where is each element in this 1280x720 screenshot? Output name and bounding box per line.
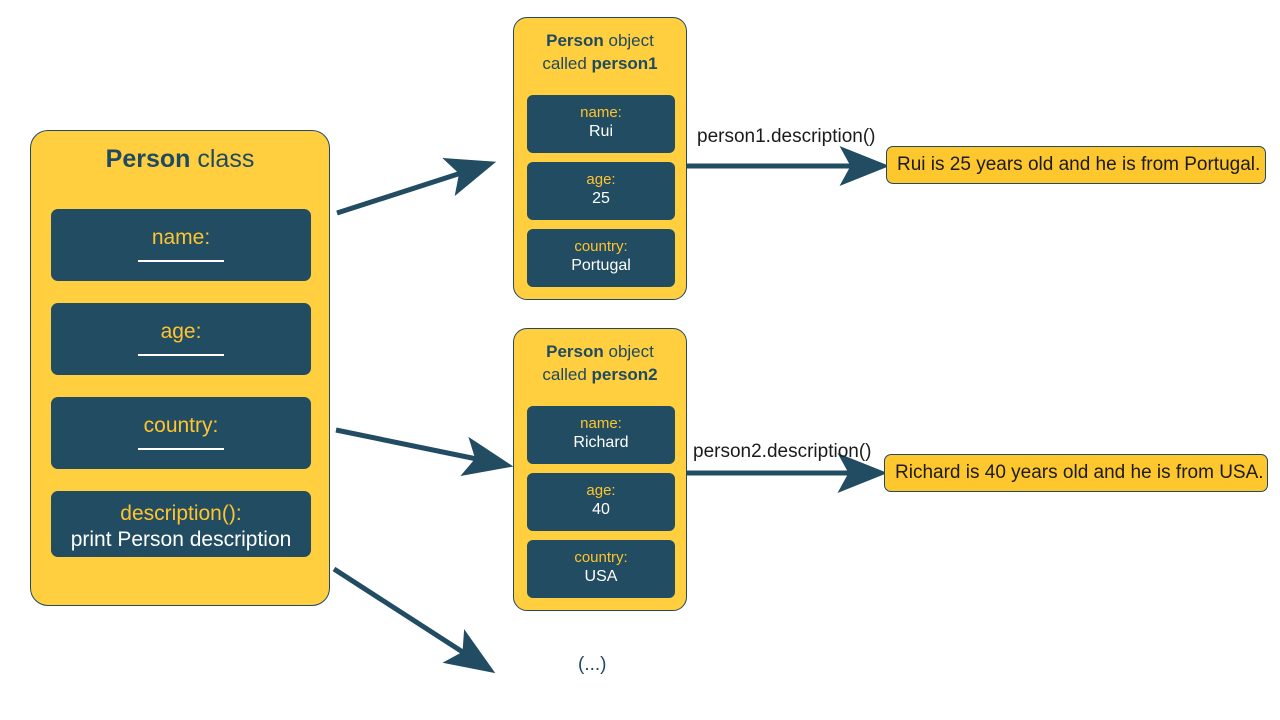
class-field-age: age:: [51, 303, 311, 375]
person1-field-age-value: 25: [592, 190, 610, 207]
person2-call-label: person2.description(): [693, 441, 872, 462]
person2-field-age: age: 40: [527, 473, 675, 531]
person2-title-rest: object: [603, 342, 654, 361]
person2-field-age-key: age:: [586, 482, 616, 499]
person2-field-country-value: USA: [584, 568, 618, 585]
person1-field-name: name: Rui: [527, 95, 675, 153]
person2-field-country: country: USA: [527, 540, 675, 598]
person1-title-strong: Person: [546, 31, 604, 50]
person2-field-age-value: 40: [592, 501, 610, 518]
person1-field-age: age: 25: [527, 162, 675, 220]
class-method-description: description(): print Person description: [51, 491, 311, 557]
person2-field-country-key: country:: [574, 549, 628, 566]
person1-object-card: Person object called person1 name: Rui a…: [513, 17, 687, 300]
class-field-country-blank: [138, 448, 224, 450]
person2-field-name: name: Richard: [527, 406, 675, 464]
class-field-age-blank: [138, 354, 224, 356]
class-field-age-key: age:: [160, 320, 202, 343]
person1-title-rest: object: [603, 31, 654, 50]
person1-field-country-value: Portugal: [571, 257, 631, 274]
person1-field-country: country: Portugal: [527, 229, 675, 287]
person-class-card: Person class name: age: country: descrip…: [30, 130, 330, 606]
person1-output-box: Rui is 25 years old and he is from Portu…: [886, 146, 1266, 184]
class-field-name-blank: [138, 260, 224, 262]
more-objects-ellipsis: (...): [578, 654, 607, 675]
person1-title-line2-prefix: called: [542, 53, 592, 73]
person2-output-box: Richard is 40 years old and he is from U…: [884, 454, 1268, 492]
arrow-class-to-person2: [335, 427, 514, 477]
person1-call-label: person1.description(): [697, 126, 876, 147]
person2-title-line2-strong: person2: [591, 364, 658, 384]
person1-field-country-key: country:: [574, 238, 628, 255]
class-field-country: country:: [51, 397, 311, 469]
person1-field-age-key: age:: [586, 171, 616, 188]
class-field-name: name:: [51, 209, 311, 281]
person1-card-title: Person object called person1: [514, 30, 686, 76]
class-field-name-key: name:: [151, 226, 211, 249]
class-card-title: Person class: [31, 145, 329, 174]
arrow-class-to-more: [332, 566, 496, 674]
person2-card-title: Person object called person2: [514, 341, 686, 387]
person2-title-line2-prefix: called: [542, 364, 592, 384]
person2-field-name-key: name:: [580, 415, 622, 432]
arrow-class-to-person1: [336, 158, 497, 216]
class-field-country-key: country:: [143, 414, 219, 437]
class-title-rest: class: [190, 145, 255, 173]
person1-field-name-value: Rui: [588, 123, 613, 140]
person1-field-name-key: name:: [580, 104, 622, 121]
person2-title-strong: Person: [546, 342, 604, 361]
class-method-description-key: description():: [120, 502, 242, 525]
person1-title-line2-strong: person1: [591, 53, 658, 73]
class-method-description-body: print Person description: [70, 528, 292, 551]
person2-field-name-value: Richard: [573, 434, 629, 451]
class-title-strong: Person: [105, 145, 191, 173]
person2-object-card: Person object called person2 name: Richa…: [513, 328, 687, 611]
